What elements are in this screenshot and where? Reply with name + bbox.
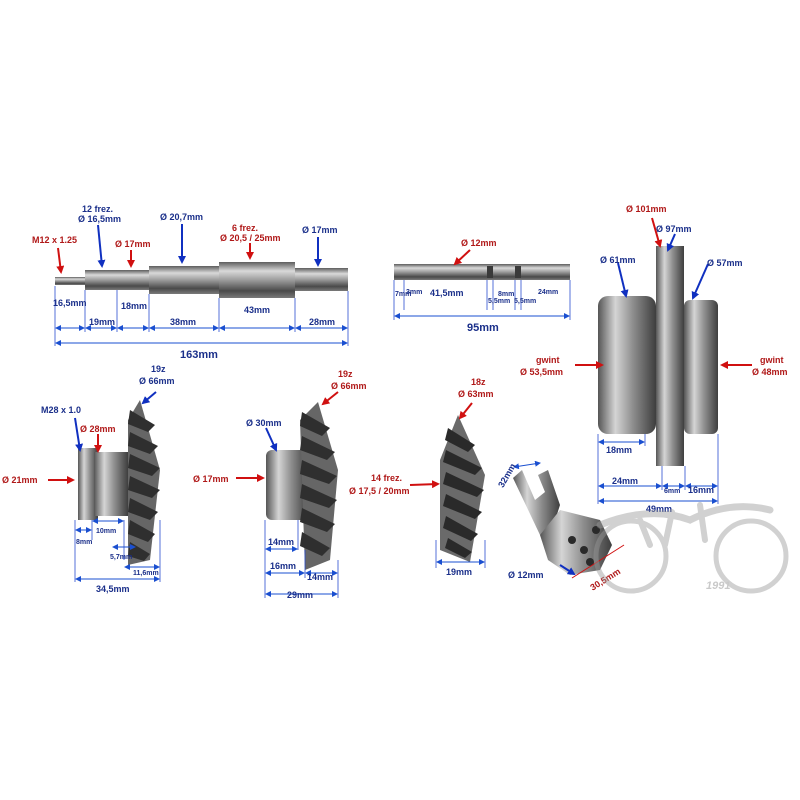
shaft2-len-24: 24mm (538, 289, 558, 296)
flange-gwint-right-dia: Ø 48mm (752, 367, 788, 377)
gear1-len-10: 10mm (96, 528, 116, 535)
shaft1-len-38: 38mm (170, 317, 196, 327)
shift-fork (513, 470, 612, 575)
shaft1-spline-count: 12 frez. (82, 204, 113, 214)
gear2-dia17: Ø 17mm (193, 474, 229, 484)
gear2-dia30: Ø 30mm (246, 418, 282, 428)
gear1-dia28: Ø 28mm (80, 424, 116, 434)
gear2-len-14a: 14mm (268, 537, 294, 547)
flange-dia61: Ø 61mm (600, 255, 636, 265)
gear1-teeth: 19z (151, 364, 166, 374)
gear1-len-57: 5,7mm (110, 554, 132, 561)
fork-dia12: Ø 12mm (508, 570, 544, 580)
gear1-thread: M28 x 1.0 (41, 405, 81, 415)
gear3-dia: Ø 63mm (458, 389, 494, 399)
shaft1-spline-dia: Ø 16,5mm (78, 214, 121, 224)
shaft1-len-28: 28mm (309, 317, 335, 327)
flange-gwint-left: gwint (536, 355, 560, 365)
shaft1-thread-label: M12 x 1.25 (32, 235, 77, 245)
gear2-dia: Ø 66mm (331, 381, 367, 391)
flange-dia97: Ø 97mm (656, 224, 692, 234)
gear1-dia: Ø 66mm (139, 376, 175, 386)
shaft1-dia17a: Ø 17mm (115, 239, 151, 249)
gear1-dia21: Ø 21mm (2, 475, 38, 485)
gear1-len-116: 11,6mm (133, 570, 159, 577)
gear-2-dimensions (236, 391, 339, 598)
gear-2 (266, 402, 338, 570)
flange-len-6: 6mm (664, 488, 680, 495)
gear2-len-14b: 14mm (307, 572, 333, 582)
logo-year: 1991 (706, 580, 730, 592)
shaft1-len-43: 43mm (244, 305, 270, 315)
shaft1-len-19: 19mm (89, 317, 115, 327)
flange-dimensions (575, 217, 752, 504)
shaft2-dia: Ø 12mm (461, 238, 497, 248)
shaft-2-dimensions (393, 249, 571, 320)
shaft1-dia207: Ø 20,7mm (160, 212, 203, 222)
gear3-teeth: 18z (471, 377, 486, 387)
flange-gwint-left-dia: Ø 53,5mm (520, 367, 563, 377)
gear-1 (78, 400, 160, 565)
gear2-total: 29mm (287, 590, 313, 600)
shaft1-len-165: 16,5mm (53, 298, 87, 308)
gear3-spline-count: 14 frez. (371, 473, 402, 483)
gear2-len-16: 16mm (270, 561, 296, 571)
flange-dia57: Ø 57mm (707, 258, 743, 268)
flange-part (598, 246, 718, 466)
gear3-spline-dia: Ø 17,5 / 20mm (349, 486, 410, 496)
shaft1-spline2-count: 6 frez. (232, 223, 258, 233)
shaft2-len-55a: 5,5mm (488, 298, 510, 305)
shaft2-len-55b: 5,5mm (514, 298, 536, 305)
shaft2-len-415: 41,5mm (430, 288, 464, 298)
gear1-total: 34,5mm (96, 584, 130, 594)
flange-total: 49mm (646, 504, 672, 514)
gear3-total: 19mm (446, 567, 472, 577)
shaft1-len-18: 18mm (121, 301, 147, 311)
shaft2-len-3: 3mm (406, 289, 422, 296)
flange-gwint-right: gwint (760, 355, 784, 365)
gear-3 (440, 415, 485, 562)
flange-len-24: 24mm (612, 476, 638, 486)
fork-len-32: 32mm (496, 462, 518, 490)
flange-dia101: Ø 101mm (626, 204, 667, 214)
shaft1-total: 163mm (180, 349, 218, 361)
symas-logo: 1991 (593, 502, 789, 594)
shaft-1-dimensions (54, 224, 349, 346)
gear1-len-8: 8mm (76, 539, 92, 546)
shaft-2 (394, 264, 570, 280)
shaft1-spline2-dia: Ø 20,5 / 25mm (220, 233, 281, 243)
gear-3-dimensions (409, 402, 486, 568)
shaft-1 (55, 262, 348, 298)
gear2-teeth: 19z (338, 369, 353, 379)
shaft2-len-7: 7mm (395, 291, 411, 298)
shaft1-dia17b: Ø 17mm (302, 225, 338, 235)
shaft2-total: 95mm (467, 322, 499, 334)
flange-len-16: 16mm (688, 485, 714, 495)
shaft2-len-8: 8mm (498, 291, 514, 298)
flange-len-18: 18mm (606, 445, 632, 455)
fork-dimensions (513, 460, 625, 579)
gear-1-dimensions (48, 391, 161, 582)
